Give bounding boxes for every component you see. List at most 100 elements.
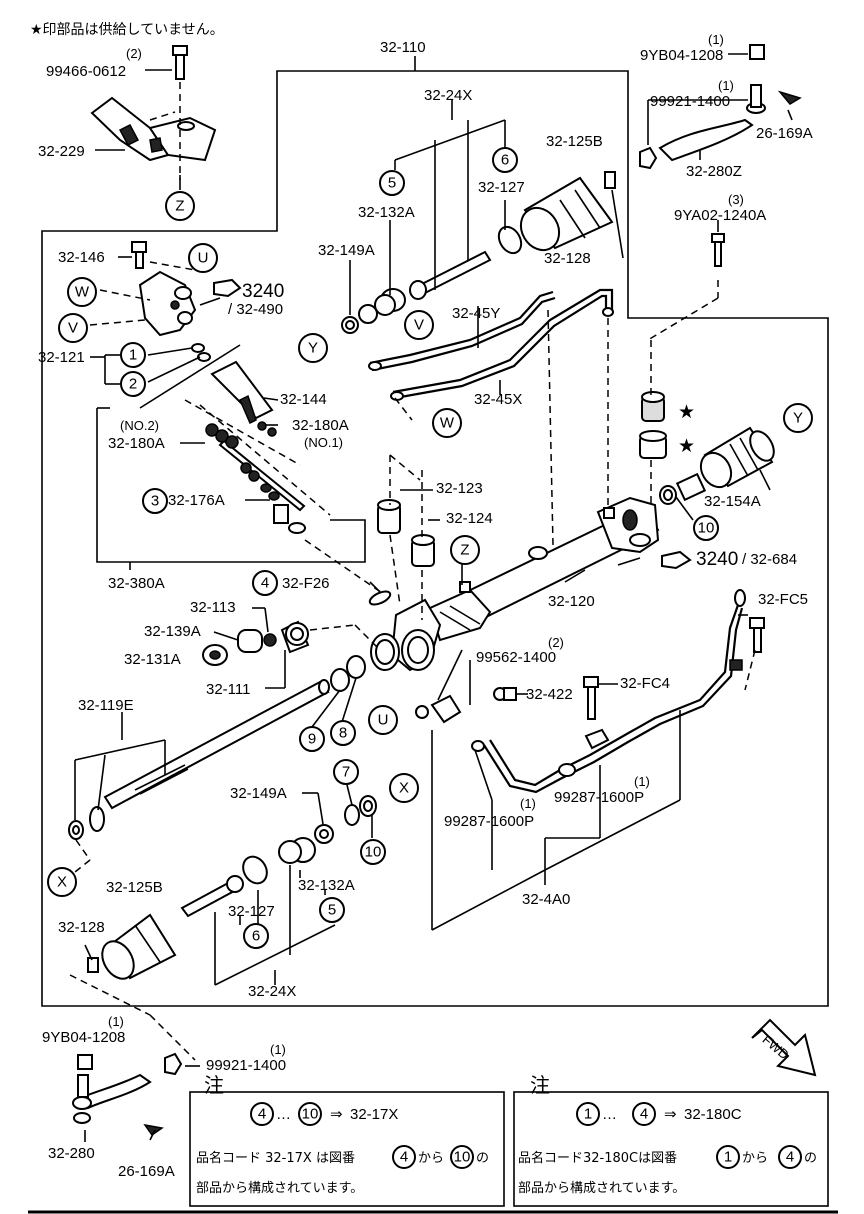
label-99921-1400-top: 99921-1400 (650, 93, 730, 110)
label-99466-0612: 99466-0612 (46, 63, 126, 80)
svg-text:4: 4 (261, 575, 269, 592)
label-32-111: 32-111 (206, 681, 250, 698)
seal-rings-32-180A (205, 421, 277, 449)
label-32-4A0: 32-4A0 (522, 891, 570, 908)
pipe-32-4A0 (471, 589, 746, 794)
note-box-right: 注 1 … 4 ⇒ 32-180C 品名コード32-180Cは図番 1 から 4… (513, 1073, 829, 1207)
callout-6-bottom: 6 (243, 923, 269, 949)
ring-9 (330, 668, 350, 692)
label-32-119E: 32-119E (78, 697, 134, 714)
label-99287-1600P-a: 99287-1600P (554, 789, 644, 806)
label-32-124: 32-124 (446, 510, 493, 527)
ring-10-right (659, 485, 677, 505)
svg-text:Z: Z (460, 542, 469, 559)
svg-text:U: U (378, 712, 389, 729)
cover-32-111 (280, 620, 310, 654)
svg-text:1: 1 (129, 347, 137, 364)
svg-text:5: 5 (388, 175, 396, 192)
ring-10-bottom (359, 795, 377, 817)
label-26-169A-bottom: 26-169A (118, 1163, 175, 1180)
note-line2: 品名コード32-180Cは図番 (518, 1150, 677, 1166)
callout-x-left: X (47, 867, 77, 897)
pipe-32-45X (390, 288, 614, 401)
label-32-490: / 32-490 (228, 301, 283, 318)
bracket-32-229 (90, 96, 217, 162)
callout-u-top: U (188, 243, 218, 273)
gear-housing-32-120 (370, 496, 660, 672)
svg-text:10: 10 (302, 1106, 319, 1123)
callout-6-top: 6 (492, 147, 518, 173)
label-99287-1600P-b: 99287-1600P (444, 813, 534, 830)
label-32-132A-top: 32-132A (358, 204, 415, 221)
clip-32-128-top (604, 171, 616, 189)
spacer-right (675, 472, 707, 502)
note-dots: … (602, 1106, 617, 1123)
svg-text:4: 4 (400, 1149, 408, 1166)
tie-rod-bottom (180, 875, 244, 918)
callout-z-mid: Z (450, 535, 480, 565)
callout-10-right: 10 (693, 515, 719, 541)
callout-5-bottom: 5 (319, 897, 345, 923)
label-32-180A-no2: 32-180A (108, 435, 165, 452)
valve-spool (210, 360, 306, 524)
label-32-280Z: 32-280Z (686, 163, 742, 180)
ring-8 (346, 655, 366, 679)
pointing-hand-icon (213, 278, 242, 298)
svg-text:6: 6 (252, 928, 260, 945)
star-icon: ★ (678, 402, 695, 423)
svg-text:3: 3 (151, 493, 159, 510)
svg-text:7: 7 (342, 764, 350, 781)
label-32-113: 32-113 (190, 599, 236, 616)
qty: (2) (548, 635, 564, 650)
bolt-99466-0612 (172, 45, 188, 80)
bolt-32-146 (131, 241, 147, 269)
label-32-121: 32-121 (38, 349, 85, 366)
ring-32-149A-bottom (314, 824, 334, 844)
note-line2-no: の (804, 1151, 817, 1166)
label-32-180A-no1: 32-180A (292, 417, 349, 434)
washer-32-132A-top (374, 288, 406, 316)
callout-4: 4 (252, 570, 278, 596)
label-32-132A-bottom: 32-132A (298, 877, 355, 894)
header-note: ★印部品は供給していません。 (30, 22, 224, 38)
callout-10-bottom: 10 (360, 839, 386, 865)
callout-3: 3 (142, 488, 168, 514)
label-9YA02-1240A: 9YA02-1240A (674, 207, 766, 224)
ring-7 (344, 804, 360, 826)
qty: (1) (634, 774, 650, 789)
svg-text:V: V (68, 320, 78, 337)
bushing-32-124 (411, 534, 435, 567)
label-32-128-bottom: 32-128 (58, 919, 105, 936)
qty: (1) (718, 78, 734, 93)
ring-32-149A-top (341, 304, 378, 334)
svg-text:1: 1 (584, 1106, 592, 1123)
svg-text:W: W (440, 415, 455, 432)
callout-1-left: 1 (120, 342, 146, 368)
boot-32-125B-bottom (101, 913, 177, 980)
label-3240-b: 3240 (696, 549, 738, 570)
valve-housing (138, 270, 197, 337)
svg-text:9: 9 (308, 731, 316, 748)
qty: (1) (520, 796, 536, 811)
label-32-24X-top: 32-24X (424, 87, 472, 104)
callout-w-pipe: W (432, 408, 462, 438)
svg-text:Z: Z (175, 198, 184, 215)
label-32-120: 32-120 (548, 593, 595, 610)
oring-4 (368, 590, 392, 606)
clamp-32-127-top (497, 225, 523, 255)
bolt-32-FC5 (749, 617, 765, 653)
nut-99921-1400-top (639, 146, 658, 170)
svg-text:W: W (75, 284, 90, 301)
clamp-32-127-bottom (242, 855, 268, 885)
nut-99921-1400-bottom (164, 1052, 183, 1076)
yoke-32-139A (237, 629, 263, 653)
svg-text:Y: Y (308, 340, 318, 357)
label-32-125B-bottom: 32-125B (106, 879, 163, 896)
label-26-169A-top: 26-169A (756, 125, 813, 142)
note-box-left: 注 4 … 10 ⇒ 32-17X 品名コード 32-17X は図番 4 から … (189, 1073, 505, 1207)
label-3240-a: 3240 (242, 281, 284, 302)
callout-z-top: Z (165, 191, 195, 221)
bolt-9YA02-1240A (711, 233, 725, 267)
note-line3: 部品から構成されています。 (518, 1181, 685, 1196)
